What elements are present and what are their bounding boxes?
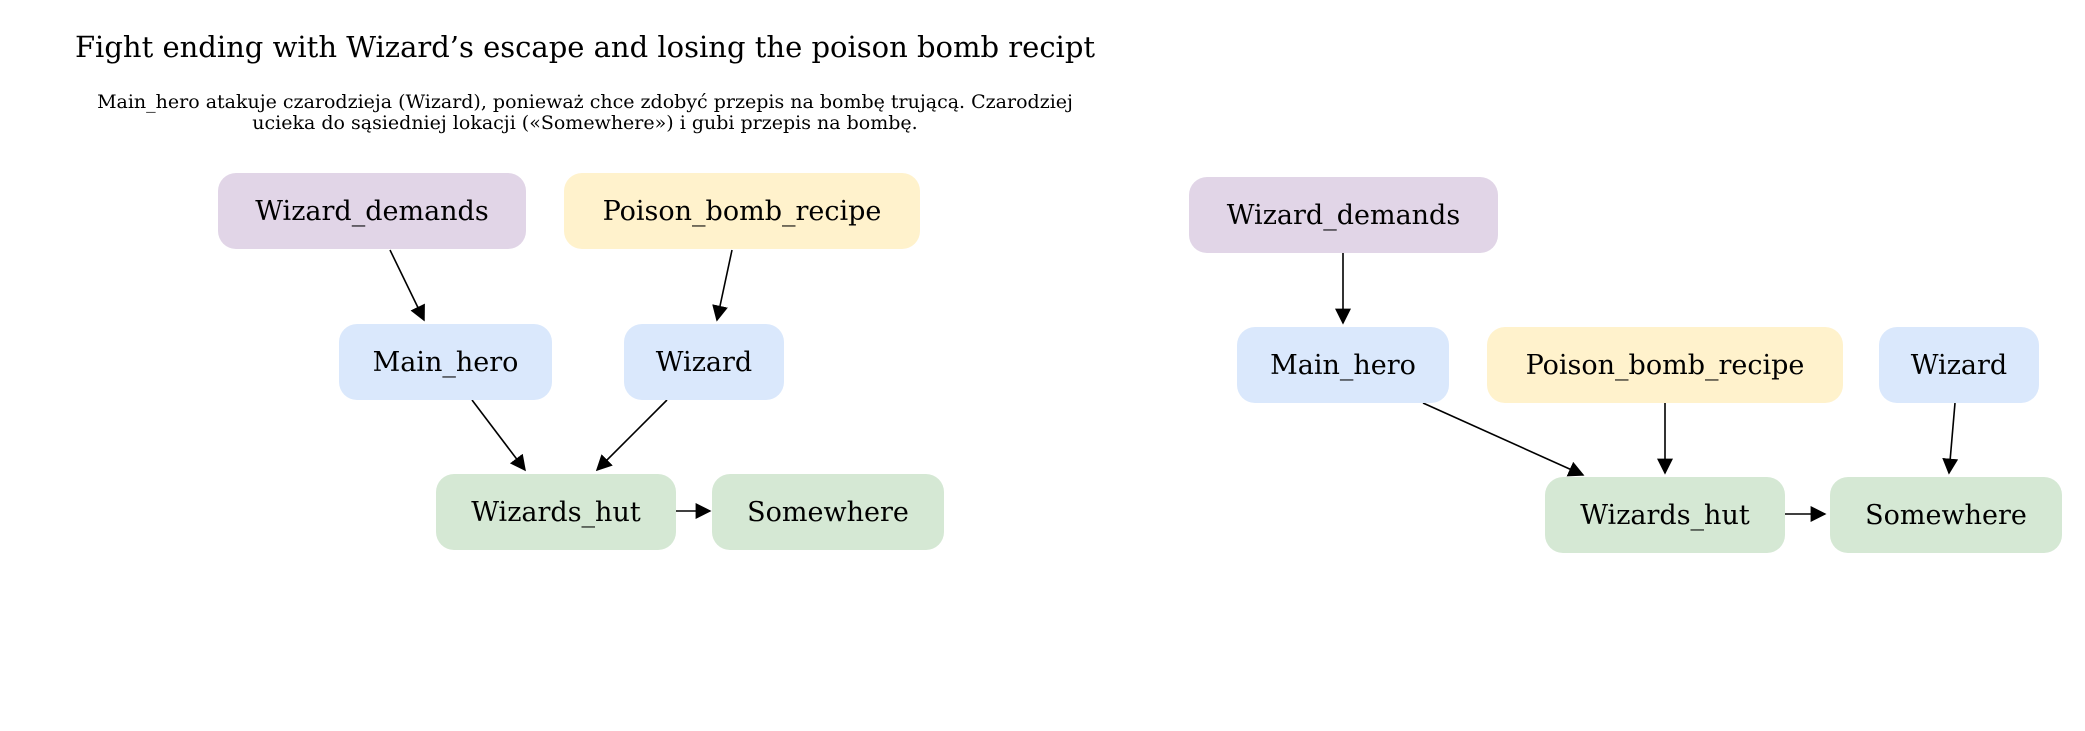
right-node-somewhere: Somewhere xyxy=(1830,477,2062,553)
left-node-somewhere: Somewhere xyxy=(712,474,944,550)
subtitle-line-1: Main_hero atakuje czarodzieja (Wizard), … xyxy=(97,91,1073,113)
right-edge-main-hero-to-hut xyxy=(1422,402,1585,477)
left-node-poison-bomb-recipe: Poison_bomb_recipe xyxy=(564,173,920,249)
diagram-title: Fight ending with Wizard’s escape and lo… xyxy=(74,30,1096,64)
right-node-wizard: Wizard xyxy=(1879,327,2039,403)
left-edge-wizard-to-hut xyxy=(595,399,668,472)
right-node-poison-bomb-recipe: Poison_bomb_recipe xyxy=(1487,327,1843,403)
left-edge-main-hero-to-hut xyxy=(471,399,526,472)
right-edge-wizard-to-somewhere xyxy=(1942,402,1959,475)
right-node-main-hero: Main_hero xyxy=(1237,327,1449,403)
left-node-wizard: Wizard xyxy=(624,324,784,400)
left-node-main-hero: Main_hero xyxy=(339,324,552,400)
left-edge-wizard-demands-to-main-hero xyxy=(389,249,425,322)
right-node-wizard-demands: Wizard_demands xyxy=(1189,177,1498,253)
diagram-subtitle: Main_hero atakuje czarodzieja (Wizard), … xyxy=(0,92,1170,134)
left-node-wizard-demands: Wizard_demands xyxy=(218,173,526,249)
left-edge-recipe-to-wizard xyxy=(712,249,733,322)
subtitle-line-2: ucieka do sąsiedniej lokacji («Somewhere… xyxy=(252,112,918,134)
right-node-wizards-hut: Wizards_hut xyxy=(1545,477,1785,553)
left-node-wizards-hut: Wizards_hut xyxy=(436,474,676,550)
